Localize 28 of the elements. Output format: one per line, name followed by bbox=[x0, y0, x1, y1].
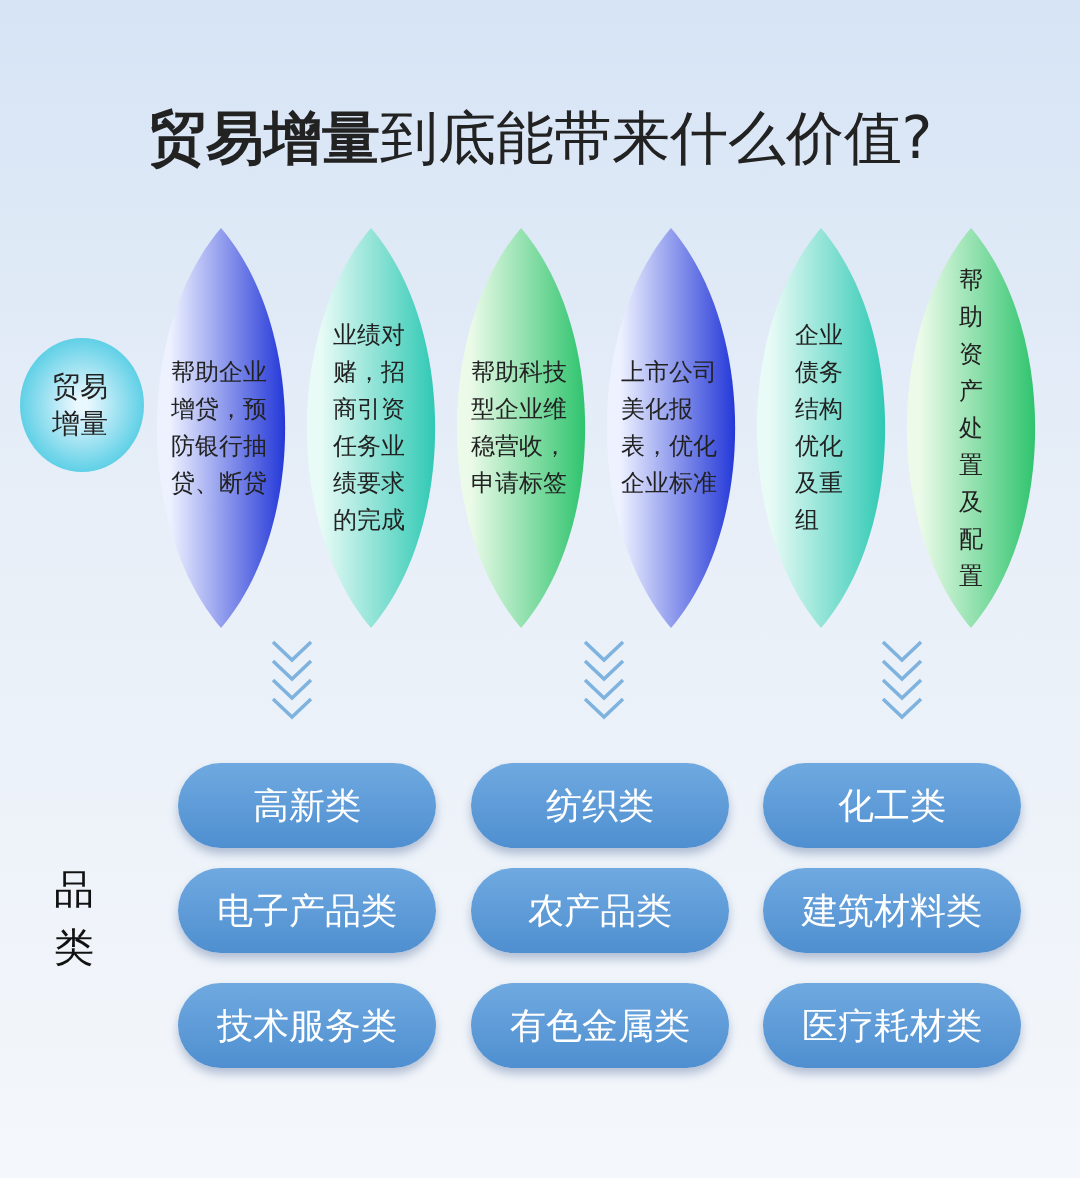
category-pill bbox=[178, 868, 436, 953]
category-pill bbox=[178, 983, 436, 1068]
leaf-text: 帮助资产处置及配置 bbox=[958, 264, 984, 592]
category-label: 有色金属类 bbox=[509, 1003, 691, 1047]
category-pill bbox=[763, 868, 1021, 953]
category-label: 农产品类 bbox=[527, 888, 673, 932]
category-pill bbox=[471, 983, 729, 1068]
category-label: 化工类 bbox=[837, 783, 947, 827]
title: 贸易增量到底能带来什么价值? bbox=[146, 103, 934, 174]
category-pill bbox=[763, 763, 1021, 848]
category-label: 医疗耗材类 bbox=[801, 1003, 983, 1047]
category-label: 纺织类 bbox=[545, 783, 655, 827]
category-label: 电子产品类 bbox=[216, 888, 398, 932]
category-pill bbox=[471, 868, 729, 953]
side-label: 品类 bbox=[53, 865, 95, 972]
category-pill bbox=[178, 763, 436, 848]
category-pill bbox=[471, 763, 729, 848]
circle-label: 贸易增量 bbox=[52, 369, 109, 442]
category-label: 建筑材料类 bbox=[800, 888, 983, 932]
leaf-text: 企业债务结构优化及重组 bbox=[795, 320, 844, 536]
category-label: 高新类 bbox=[252, 783, 362, 827]
circle-node bbox=[20, 338, 144, 472]
leaf-text: 帮助企业增贷，预防银行抽贷、断贷 bbox=[171, 357, 268, 499]
leaf-text: 帮助科技型企业维稳营收，申请标签 bbox=[471, 357, 568, 499]
category-label: 技术服务类 bbox=[216, 1003, 398, 1047]
leaf-text: 上市公司美化报表，优化企业标准 bbox=[621, 357, 718, 499]
leaf-text: 业绩对赌，招商引资任务业绩要求的完成 bbox=[333, 320, 406, 536]
category-pill bbox=[763, 983, 1021, 1068]
